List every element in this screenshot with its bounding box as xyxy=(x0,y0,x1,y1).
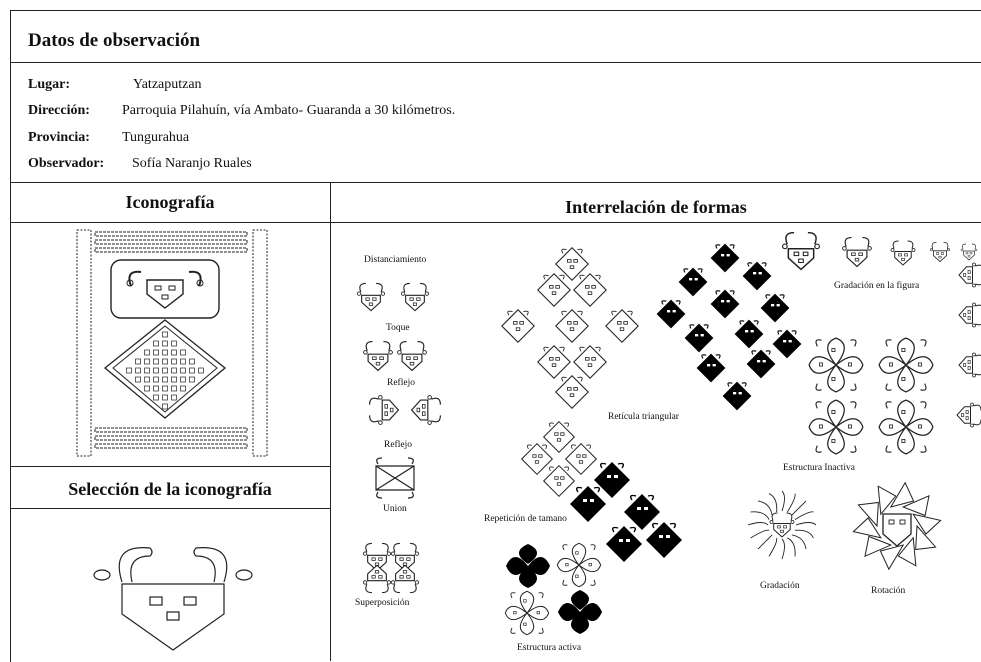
divider xyxy=(10,222,981,223)
caption-superposicion: Superposición xyxy=(355,598,410,608)
iconography-textile-drawing xyxy=(76,229,268,457)
caption-toque: Toque xyxy=(386,323,410,333)
edge-faces-figure xyxy=(956,262,981,428)
reticula-white-figure xyxy=(501,247,639,409)
iconography-title: Iconografía xyxy=(125,192,215,212)
caption-union: Union xyxy=(383,504,407,514)
field-value-provincia: Tungurahua xyxy=(122,130,190,145)
caption-repeticion: Repetición de tamano xyxy=(484,514,567,524)
field-value-direccion: Parroquia Pilahuín, vía Ambato- Guaranda… xyxy=(122,103,456,118)
caption-distanciamiento: Distanciamiento xyxy=(364,255,427,265)
union-figure xyxy=(375,457,415,499)
distanciamiento-figure xyxy=(356,282,430,312)
field-label-direccion: Dirección: xyxy=(28,103,90,118)
field-value-observador: Sofía Naranjo Ruales xyxy=(132,156,252,171)
rotacion-figure xyxy=(852,481,942,571)
reflejo-figure xyxy=(369,395,441,425)
column-divider xyxy=(330,182,331,661)
caption-gradacion: Gradación xyxy=(760,581,800,591)
selected-face-icon xyxy=(93,547,253,651)
field-label-provincia: Provincia: xyxy=(28,130,90,145)
divider xyxy=(10,62,981,63)
gradacion-figure xyxy=(747,490,817,560)
caption-estructura-inactiva: Estructura Inactiva xyxy=(783,463,856,473)
estructura-inactiva-figure xyxy=(808,337,934,455)
divider xyxy=(10,508,330,509)
observation-data-title: Datos de observación xyxy=(28,30,201,51)
divider xyxy=(10,182,981,183)
selection-title: Selección de la iconografía xyxy=(68,479,272,499)
caption-estructura-activa: Estructura activa xyxy=(517,643,582,653)
observation-sheet xyxy=(10,10,981,662)
estructura-activa-figure xyxy=(504,542,602,636)
caption-rotacion: Rotación xyxy=(871,586,906,596)
caption-reticula: Retícula triangular xyxy=(608,412,679,422)
field-value-lugar: Yatzaputzan xyxy=(133,77,202,92)
field-label-lugar: Lugar: xyxy=(28,77,70,92)
toque-figure xyxy=(363,341,427,371)
field-label-observador: Observador: xyxy=(28,156,105,171)
caption-gradacion-figura: Gradación en la figura xyxy=(834,281,920,291)
divider xyxy=(10,466,330,467)
caption-reflejo-2: Reflejo xyxy=(384,440,412,450)
superposicion-figure xyxy=(362,542,420,594)
caption-reflejo: Reflejo xyxy=(387,378,415,388)
interrelation-title: Interrelación de formas xyxy=(565,197,747,217)
